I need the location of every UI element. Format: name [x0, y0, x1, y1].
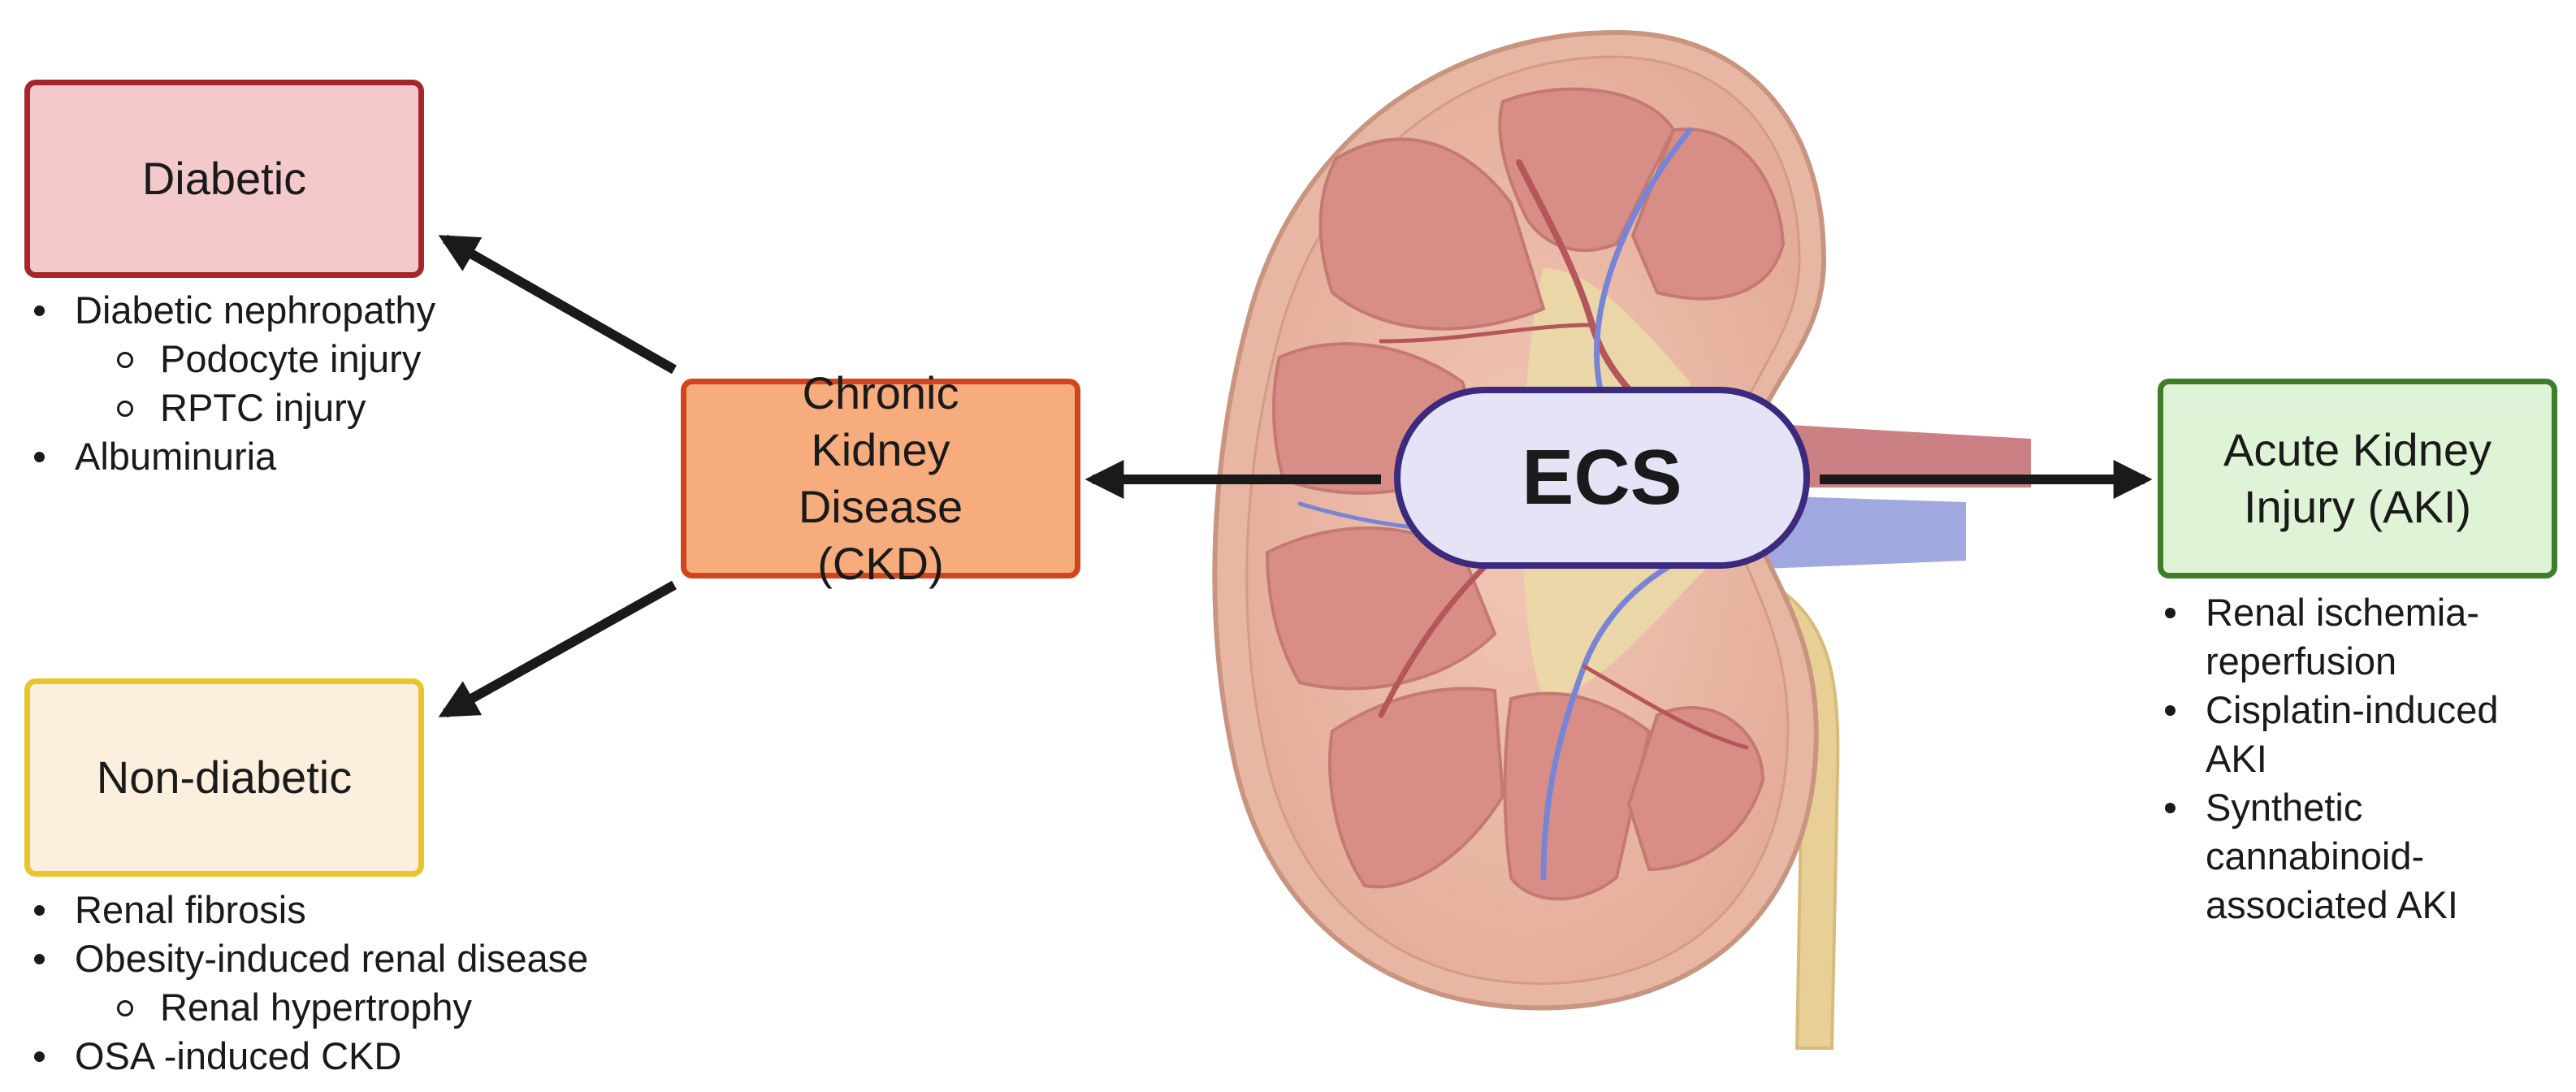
list-item: Synthetic cannabinoid-associated AKI [2157, 783, 2531, 930]
list-item: Podocyte injury [26, 335, 435, 384]
aki-label: Acute Kidney Injury (AKI) [2223, 424, 2492, 532]
ecs-box: ECS [1394, 387, 1810, 569]
ckd-box: Chronic Kidney Disease (CKD) [681, 367, 1080, 589]
list-item: Cisplatin-induced AKI [2157, 686, 2531, 783]
list-item: Renal fibrosis [26, 886, 588, 934]
list-item: Renal ischemia-reperfusion [2157, 588, 2531, 686]
aki-list: Renal ischemia-reperfusion Cisplatin-ind… [2157, 588, 2531, 930]
list-item: OSA -induced CKD [26, 1032, 588, 1081]
ckd-label: Chronic Kidney Disease (CKD) [798, 367, 963, 589]
list-item: Diabetic nephropathy [26, 286, 435, 335]
arrow-ckd-to-diabetic [438, 234, 677, 375]
renal-vein [1763, 496, 1966, 569]
ecs-label: ECS [1522, 434, 1682, 521]
diabetic-label: Diabetic [141, 153, 307, 204]
non-diabetic-box: Non-diabetic [24, 678, 424, 877]
aki-box: Acute Kidney Injury (AKI) [2158, 379, 2557, 578]
arrow-ckd-to-nondiabetic [438, 580, 677, 718]
renal-artery [1747, 422, 2031, 488]
list-item: RPTC injury [26, 384, 435, 432]
list-item: Obesity-induced renal disease [26, 934, 588, 983]
renal-pyramids [1265, 87, 1786, 901]
list-item: Renal hypertrophy [26, 983, 588, 1032]
list-item: Albuminuria [26, 432, 435, 481]
non-diabetic-label: Non-diabetic [96, 752, 353, 803]
non-diabetic-list: Renal fibrosis Obesity-induced renal dis… [26, 886, 588, 1081]
diabetic-box: Diabetic [24, 80, 424, 278]
diabetic-list: Diabetic nephropathy Podocyte injury RPT… [26, 286, 435, 481]
